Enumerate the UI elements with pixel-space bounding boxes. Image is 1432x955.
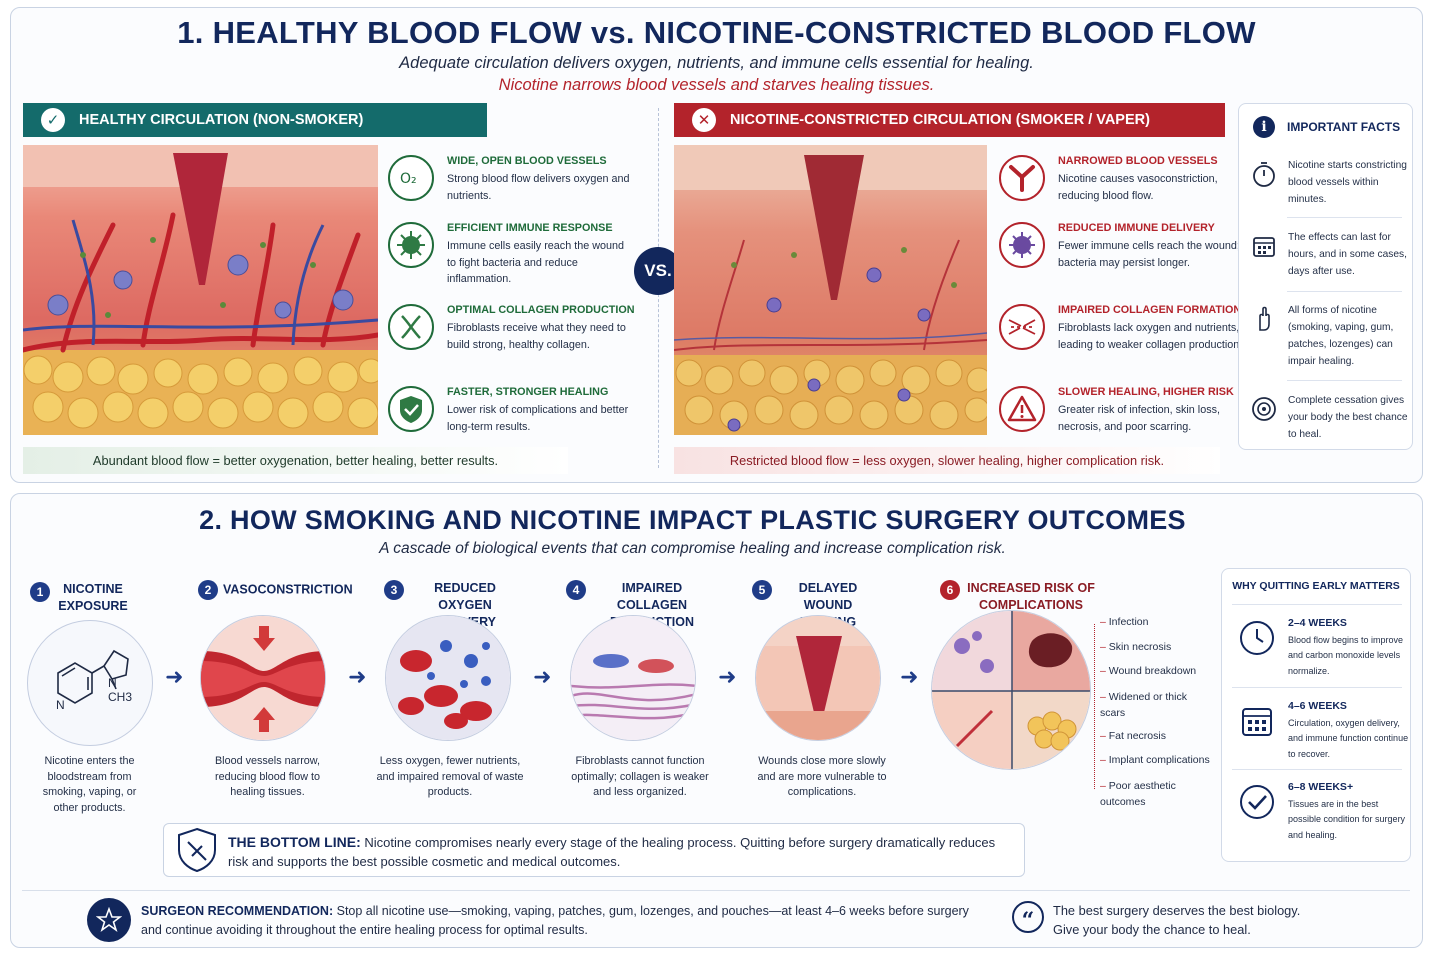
list-item: – Skin necrosis — [1100, 641, 1172, 653]
step-number: 4 — [566, 580, 586, 600]
red-blood-cells-illustration — [386, 616, 510, 740]
flow-arrow-icon: ➜ — [533, 664, 552, 689]
list-item: – Fat necrosis — [1100, 730, 1166, 742]
flow-arrow-icon: ➜ — [348, 664, 367, 689]
molecule-ch3: CH3 — [108, 690, 133, 704]
important-facts-panel: i IMPORTANT FACTS Nicotine starts constr… — [1238, 103, 1413, 450]
step-2-circle — [200, 615, 326, 741]
step-6-circle — [931, 610, 1091, 770]
flow-arrow-icon: ➜ — [718, 664, 737, 689]
complications-list: – Infection – Skin necrosis – Wound brea… — [1100, 616, 1220, 816]
step-5-circle — [755, 615, 881, 741]
facts-divider — [1287, 291, 1402, 292]
list-item: – Implant complications — [1100, 754, 1210, 766]
list-item: – Infection — [1100, 616, 1149, 628]
why-title: WHY QUITTING EARLY MATTERS — [1232, 580, 1400, 592]
quote-icon: “ — [1012, 901, 1044, 933]
list-item: – Wound breakdown — [1100, 665, 1197, 677]
step-number: 6 — [940, 580, 960, 600]
section2-footer-divider — [22, 890, 1410, 891]
narrowing-vessel-illustration — [201, 616, 325, 740]
step-number: 3 — [384, 580, 404, 600]
surgeon-recommendation: SURGEON RECOMMENDATION: Stop all nicotin… — [141, 904, 969, 937]
nicotine-tissue-illustration — [674, 145, 987, 435]
nicotine-banner-label: NICOTINE-CONSTRICTED CIRCULATION (SMOKER… — [730, 112, 1150, 128]
step-6-title: 6 INCREASED RISK OF COMPLICATIONS — [938, 580, 1108, 614]
bottom-line-text: THE BOTTOM LINE: Nicotine compromises ne… — [228, 834, 996, 869]
step-1-desc: Nicotine enters the bloodstream from smo… — [42, 755, 137, 814]
list-item: – Poor aesthetic outcomes — [1100, 780, 1176, 808]
step-4-desc: Fibroblasts cannot function optimally; c… — [571, 755, 709, 798]
section1-title: 1. HEALTHY BLOOD FLOW vs. NICOTINE-CONST… — [177, 15, 1256, 50]
healthy-tissue-illustration — [23, 145, 378, 435]
broken-fibers-icon — [999, 304, 1045, 350]
wound-illustration — [756, 616, 880, 740]
facts-divider — [1287, 380, 1402, 381]
star-badge-icon — [87, 898, 131, 942]
calendar-icon — [1242, 708, 1272, 736]
facts-divider — [1287, 217, 1402, 218]
x-mark-icon: ✕ — [692, 108, 716, 132]
quote-text: The best surgery deserves the best biolo… — [1053, 903, 1301, 937]
clock-icon — [1240, 621, 1274, 655]
checkmark-icon: ✓ — [41, 108, 65, 132]
bottom-line-box: THE BOTTOM LINE: Nicotine compromises ne… — [163, 823, 1025, 877]
nicotine-banner: ✕ NICOTINE-CONSTRICTED CIRCULATION (SMOK… — [674, 103, 1225, 137]
section2-title: 2. HOW SMOKING AND NICOTINE IMPACT PLAST… — [199, 505, 1186, 535]
info-icon: i — [1253, 116, 1275, 138]
flow-arrow-icon: ➜ — [900, 664, 919, 689]
nicotine-molecule-icon — [57, 649, 129, 704]
molecule-n2: N — [108, 676, 117, 690]
step-3-circle — [385, 615, 511, 741]
step-number: 2 — [198, 580, 218, 600]
healthy-footer: Abundant blood flow = better oxygenation… — [23, 447, 568, 474]
collagen-fibers-illustration — [571, 616, 695, 740]
immune-cell-icon — [388, 222, 434, 268]
dna-helix-icon — [388, 304, 434, 350]
healthy-banner: ✓ HEALTHY CIRCULATION (NON-SMOKER) — [23, 103, 487, 137]
step-number: 1 — [30, 582, 50, 602]
step-1-title: 1 NICOTINE EXPOSURE — [30, 581, 150, 615]
molecule-n1: N — [56, 698, 65, 712]
stopwatch-icon — [1253, 162, 1275, 187]
why-divider — [1232, 687, 1402, 688]
narrowed-vessel-icon — [999, 155, 1045, 201]
facts-title: IMPORTANT FACTS — [1287, 120, 1401, 134]
shield-check-icon — [388, 386, 434, 432]
shield-no-smoking-icon — [178, 827, 216, 873]
warning-triangle-icon — [999, 386, 1045, 432]
why-quitting-panel: WHY QUITTING EARLY MATTERS 2–4 WEEKS Blo… — [1221, 568, 1411, 862]
section2-subtitle: A cascade of biological events that can … — [379, 540, 1006, 557]
section1-subtitle-warning: Nicotine narrows blood vessels and starv… — [498, 76, 935, 94]
calendar-icon — [1253, 237, 1275, 257]
step-5-desc: Wounds close more slowly and are more vu… — [757, 755, 887, 798]
nicotine-footer: Restricted blood flow = less oxygen, slo… — [674, 447, 1220, 474]
complications-bracket — [1094, 624, 1095, 789]
step-2-desc: Blood vessels narrow, reducing blood flo… — [214, 755, 321, 798]
step-1-circle: N N CH3 — [27, 620, 153, 746]
complications-illustration — [932, 611, 1090, 769]
flow-arrow-icon: ➜ — [165, 664, 184, 689]
healthy-banner-label: HEALTHY CIRCULATION (NON-SMOKER) — [79, 112, 364, 128]
weak-immune-cell-icon — [999, 222, 1045, 268]
step-number: 5 — [752, 580, 772, 600]
step-3-desc: Less oxygen, fewer nutrients, and impair… — [376, 755, 524, 798]
step-4-circle — [570, 615, 696, 741]
checkmark-circle-icon — [1240, 785, 1274, 819]
target-icon — [1252, 397, 1276, 421]
why-divider — [1232, 769, 1402, 770]
hand-icon — [1259, 306, 1270, 331]
svg-text:O₂: O₂ — [400, 171, 417, 187]
list-item: – Widened or thick scars — [1100, 691, 1187, 719]
section1-subtitle: Adequate circulation delivers oxygen, nu… — [399, 54, 1034, 72]
why-title-divider — [1232, 604, 1402, 605]
oxygen-icon: O₂ — [388, 155, 434, 201]
